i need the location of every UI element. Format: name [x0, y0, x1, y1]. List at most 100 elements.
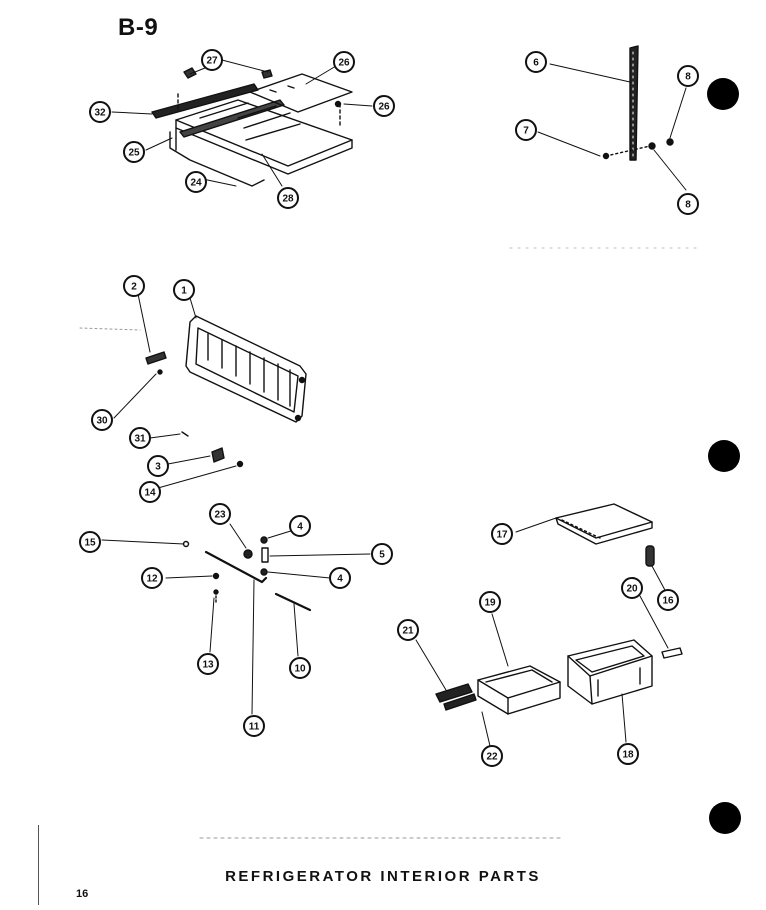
leader-lines: [101, 59, 687, 747]
callout-c12: 12: [141, 567, 163, 589]
callout-circle: [677, 65, 699, 87]
callout-label: 2: [131, 282, 137, 293]
callout-circle: [333, 51, 355, 73]
glass-shelf-17: [555, 503, 683, 659]
page-number: 16: [76, 888, 89, 900]
callout-c23: 23: [209, 503, 231, 525]
callout-label: 24: [190, 178, 202, 189]
callout-c25: 25: [123, 141, 145, 163]
rail-assembly: [602, 45, 674, 161]
callout-label: 23: [214, 510, 226, 521]
callout-label: 8: [685, 72, 691, 83]
callout-label: 26: [378, 102, 390, 113]
shelf-assembly: [151, 67, 353, 187]
callout-circle: [621, 577, 643, 599]
callout-label: 5: [379, 550, 385, 561]
callout-c10: 10: [289, 657, 311, 679]
callout-c20: 20: [621, 577, 643, 599]
callout-c8b: 8: [677, 193, 699, 215]
callout-c27a: 27: [201, 49, 223, 71]
callout-label: 18: [622, 750, 634, 761]
drawer-19: [435, 665, 561, 715]
callout-circle: [289, 515, 311, 537]
callout-label: 22: [486, 752, 498, 763]
callout-label: 17: [496, 530, 508, 541]
callout-c2: 2: [123, 275, 145, 297]
callout-label: 31: [134, 434, 146, 445]
callout-circle: [139, 481, 161, 503]
callout-label: 14: [144, 488, 156, 499]
callout-c6a: 6: [525, 51, 547, 73]
callout-circle: [91, 409, 113, 431]
callout-c15: 15: [79, 531, 101, 553]
callout-c7: 7: [515, 119, 537, 141]
callout-label: 30: [96, 416, 108, 427]
callout-c24: 24: [185, 171, 207, 193]
callout-c14: 14: [139, 481, 161, 503]
callout-circle: [123, 141, 145, 163]
callout-circle: [289, 657, 311, 679]
callout-label: 7: [523, 126, 529, 137]
callout-c21: 21: [397, 619, 419, 641]
callout-label: 13: [202, 660, 214, 671]
callout-label: 28: [282, 194, 294, 205]
callout-c11: 11: [243, 715, 265, 737]
callout-label: 25: [128, 148, 140, 159]
callout-c30: 30: [91, 409, 113, 431]
callout-c28: 28: [277, 187, 299, 209]
callout-circle: [129, 427, 151, 449]
callout-circle: [515, 119, 537, 141]
callout-c3: 3: [147, 455, 169, 477]
binder-hole-top: [707, 78, 739, 110]
callout-label: 6: [533, 58, 539, 69]
callout-circle: [397, 619, 419, 641]
callout-c1: 1: [173, 279, 195, 301]
drawer-front-panel: [145, 315, 307, 468]
callout-label: 4: [337, 574, 343, 585]
callout-c4a: 4: [289, 515, 311, 537]
callout-c5: 5: [371, 543, 393, 565]
callout-label: 12: [146, 574, 158, 585]
callout-c17: 17: [491, 523, 513, 545]
callout-circle: [617, 743, 639, 765]
callout-circle: [277, 187, 299, 209]
callout-circle: [479, 591, 501, 613]
callout-label: 15: [84, 538, 96, 549]
callout-circle: [201, 49, 223, 71]
callout-label: 3: [155, 462, 161, 473]
callout-label: 8: [685, 200, 691, 211]
callout-label: 26: [338, 58, 350, 69]
callout-c22: 22: [481, 745, 503, 767]
diagram-caption: REFRIGERATOR INTERIOR PARTS: [225, 868, 541, 885]
margin-rule: [38, 825, 39, 905]
callout-circle: [79, 531, 101, 553]
callout-c32: 32: [89, 101, 111, 123]
callout-c16: 16: [657, 589, 679, 611]
callout-label: 4: [297, 522, 303, 533]
callout-c8a: 8: [677, 65, 699, 87]
callout-circle: [173, 279, 195, 301]
callout-label: 1: [181, 286, 187, 297]
binder-hole-bottom: [709, 802, 741, 834]
callout-circle: [197, 653, 219, 675]
page-id: B-9: [118, 14, 159, 41]
callout-circle: [147, 455, 169, 477]
callout-circle: [525, 51, 547, 73]
callout-label: 32: [94, 108, 106, 119]
callout-c26a: 26: [333, 51, 355, 73]
callout-label: 21: [402, 626, 414, 637]
callout-label: 16: [662, 596, 674, 607]
binder-hole-middle: [708, 440, 740, 472]
callout-label: 19: [484, 598, 496, 609]
callout-circle: [141, 567, 163, 589]
callout-label: 20: [626, 584, 638, 595]
callout-label: 27: [206, 56, 218, 67]
drawer-18: [567, 639, 653, 705]
callout-circle: [481, 745, 503, 767]
callout-c19: 19: [479, 591, 501, 613]
callout-label: 11: [249, 722, 260, 733]
callout-circle: [209, 503, 231, 525]
